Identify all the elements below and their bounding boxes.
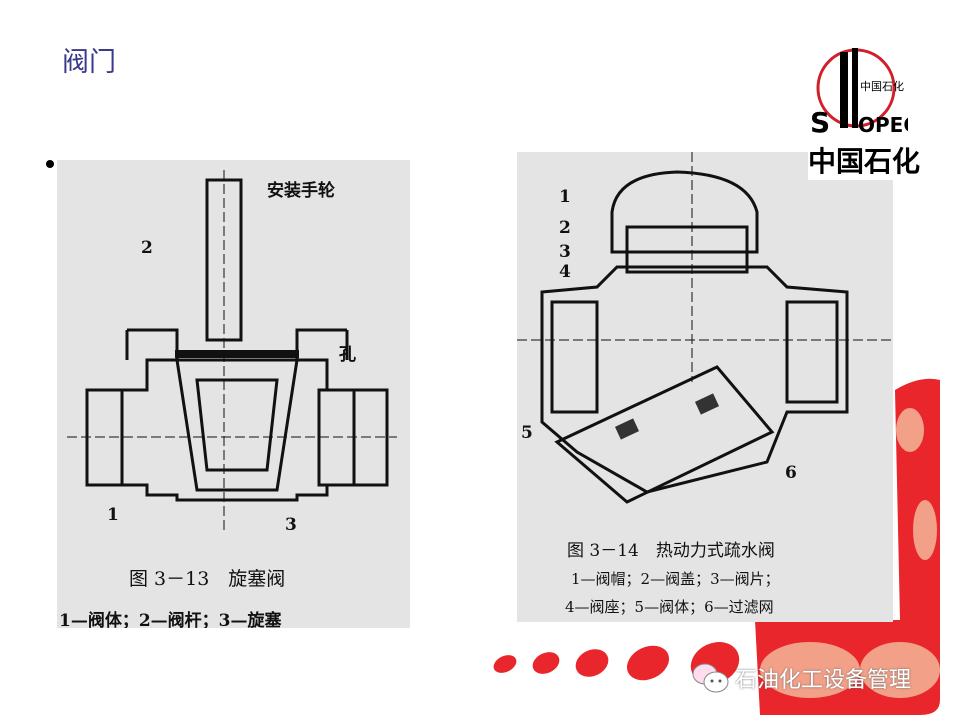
label-3: 3 [285, 515, 297, 535]
label-6: 6 [785, 463, 797, 483]
plug-valve-drawing [67, 170, 397, 530]
label-hole: 孔 [339, 345, 356, 365]
label-handwheel: 安装手轮 [267, 181, 335, 201]
svg-text:OPEC: OPEC [858, 113, 908, 137]
caption-left: 图 3－13 旋塞阀 [129, 568, 286, 590]
label-1: 1 [107, 505, 119, 525]
legend-right-line1: 1—阀帽；2—阀盖；3—阀片； [571, 570, 780, 588]
label-1: 1 [559, 187, 571, 207]
label-4: 4 [559, 262, 571, 282]
caption-right: 图 3－14 热动力式疏水阀 [567, 541, 775, 561]
figure-plug-valve: 安装手轮 2 孔 1 3 图 3－13 旋塞阀 1—阀体；2—阀杆；3—旋塞 [57, 160, 410, 628]
logo-subtitle: 中国石化 [808, 140, 921, 180]
label-2: 2 [141, 238, 153, 258]
red-decoration [493, 378, 940, 715]
figure-thermodynamic-trap: 1 2 3 4 5 6 图 3－14 热动力式疏水阀 1—阀帽；2—阀盖；3—阀… [517, 152, 893, 622]
legend-right-line2: 4—阀座；5—阀体；6—过滤网 [565, 598, 774, 616]
wechat-icon [692, 663, 729, 693]
bullet-dot [46, 160, 54, 168]
slide-title: 阀门 [62, 47, 116, 78]
legend-left: 1—阀体；2—阀杆；3—旋塞 [59, 611, 282, 628]
watermark-text: 石油化工设备管理 [735, 668, 912, 693]
steam-trap-drawing [517, 152, 893, 504]
label-3: 3 [559, 242, 571, 262]
label-5: 5 [521, 423, 533, 443]
svg-text:中国石化: 中国石化 [860, 79, 904, 93]
svg-text:S: S [810, 106, 830, 139]
sinopec-logo: S OPEC 中国石化 中国石化 [808, 40, 921, 180]
label-2: 2 [559, 218, 571, 238]
